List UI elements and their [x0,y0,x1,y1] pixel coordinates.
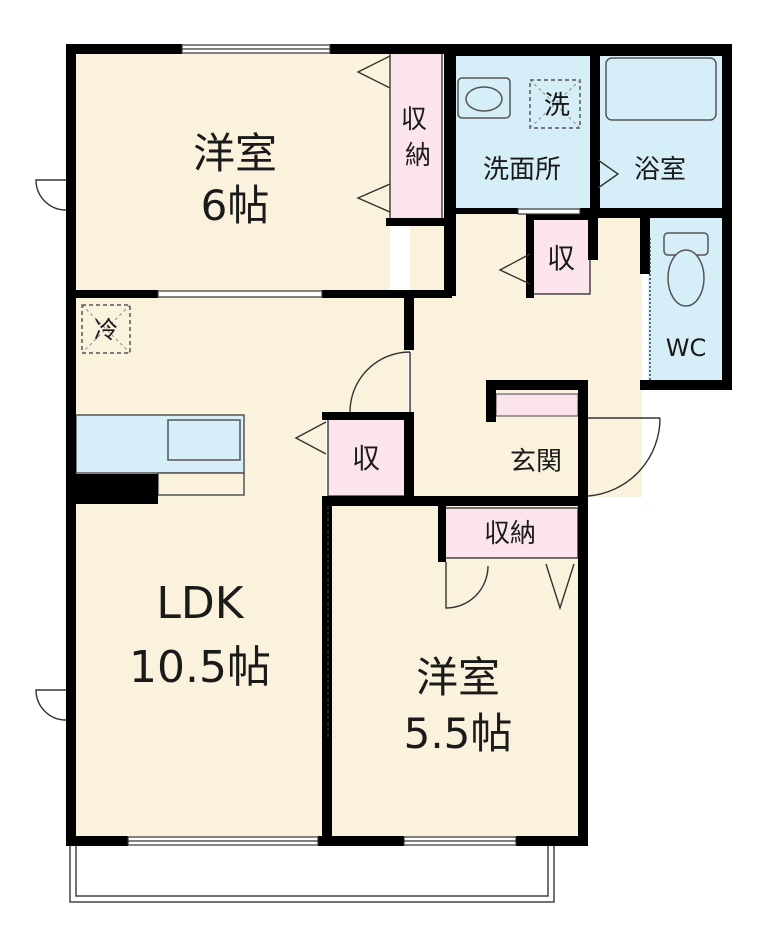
room-label-storage-1: 収 納 [401,105,435,171]
room-label-closet-hall: 収 [547,242,575,275]
fixtures [81,57,717,496]
room-size-ldk: 10.5帖 [129,642,271,693]
wall-north-mid [330,44,448,54]
sink-basin-icon [465,86,503,112]
wall-north-west [66,44,182,54]
wall-kitchen-stub [66,474,158,504]
door-ldk-exterior [35,689,67,721]
wall-west [66,44,76,844]
wall-entrance-north [486,380,588,390]
doors [35,55,661,740]
room-label-western-6: 洋室 [193,129,277,178]
wall-closet-ldk-east [404,412,414,504]
toilet-bowl-icon [667,249,705,307]
wall-north-east [446,44,730,56]
wall-room2-north [322,496,588,506]
entrance-shoe-box [495,393,579,417]
western-room-6-floor [72,50,390,292]
wall-south [66,836,128,846]
room-label-wc: WC [666,334,707,362]
door-room2-storage [445,562,489,609]
storage1-char2: 納 [405,141,431,171]
wall-room1-south-b [322,290,452,298]
kitchen-counter [75,414,245,474]
wall-south-mid [318,836,404,846]
floor-areas [72,50,642,837]
storage1-char1: 収 [401,105,427,135]
wall-wash-south [456,208,518,214]
washroom-area [454,52,592,210]
window-room1-ldk [157,290,323,298]
ldk-upper-floor [72,297,408,413]
door-ldk-hall [349,351,411,413]
room-size-western-5: 5.5帖 [404,709,513,758]
door-bathroom [597,159,620,189]
wall-room1-south [66,290,158,298]
wall-east-lower [578,388,588,846]
balcony [69,846,555,903]
wall-storage1-south [386,218,452,226]
storage-areas [327,51,591,559]
kitchen-sink-icon [167,419,241,461]
room-label-western-5: 洋室 [416,653,500,702]
storage2-door-marker [545,563,575,611]
wall-storage2-west [438,500,446,562]
window-wash-south [517,208,581,215]
labels: 洋室 6帖 収 納 洗面所 洗 浴室 収 WC 冷 収 玄関 LDK 10.5帖… [94,91,706,758]
wall-south-east [516,836,588,846]
wall-entrance-west [486,380,496,422]
room-label-closet-ldk: 収 [352,442,380,475]
wall-wash-south-b [580,208,730,218]
fridge-label: 冷 [94,316,118,344]
room-label-entrance: 玄関 [510,447,562,477]
wall-closet-hall-west [526,212,534,298]
windows [127,44,581,846]
wall-hall-west [404,296,414,350]
storage-2-area [443,507,579,559]
storage-1-area [389,51,443,221]
room-label-bathroom: 浴室 [634,155,686,185]
door-room1-exterior [35,179,67,211]
wall-closet-ldk-top [322,412,414,420]
fridge-space-icon [81,304,131,354]
entrance-floor [492,417,580,495]
washer-space-icon [529,79,581,129]
wall-closet-hall-east [588,212,598,260]
wall-wc-west [640,214,650,274]
room-label-ldk: LDK [156,578,244,629]
storage1-door-marker-bottom [356,183,391,213]
wall-wc-south [640,380,732,390]
walls [66,44,732,846]
closet-hall-door-marker [498,253,531,285]
room-size-western-6: 6帖 [201,181,270,230]
kitchen-cabinet [157,472,245,496]
wall-wash-bath [590,44,600,214]
wall-room1-east [444,44,456,296]
storage1-door-marker-top [356,55,391,89]
door-entrance [587,417,661,497]
washer-label: 洗 [544,91,570,121]
room-label-washroom: 洗面所 [483,155,561,185]
wall-closet-hall-top [526,212,596,220]
room-label-storage-2: 収納 [484,519,536,549]
wall-room2-west [322,496,332,846]
bathtub-icon [605,57,717,121]
closet-ldk-door-marker [294,421,327,455]
